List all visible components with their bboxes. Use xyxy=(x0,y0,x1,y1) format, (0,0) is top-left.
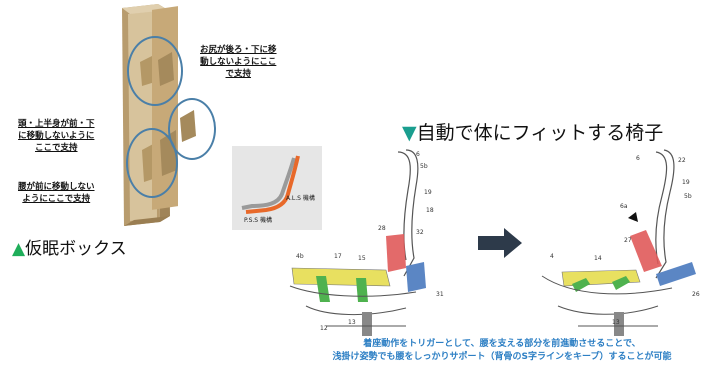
svg-text:4: 4 xyxy=(550,253,554,260)
svg-text:19: 19 xyxy=(682,179,690,186)
svg-text:31: 31 xyxy=(436,291,444,298)
svg-text:22: 22 xyxy=(678,157,686,164)
chair-diagram-after: 6 22 19 5b 6a 27 4 14 26 13 xyxy=(541,149,700,336)
label-als: A.L.S 機構 xyxy=(286,194,315,202)
svg-text:19: 19 xyxy=(424,189,432,196)
chair-diagram-before: 65b 19 18 28 32 4b 17 15 31 13 12 xyxy=(289,149,444,336)
green-triangle-icon: ▲ xyxy=(12,239,26,259)
highlight-circle-hips xyxy=(168,98,216,160)
nap-box-heading: ▲仮眠ボックス xyxy=(12,239,127,259)
svg-text:14: 14 xyxy=(594,255,602,262)
highlight-circle-shoulder xyxy=(127,36,183,106)
note-waist-support: 腰が前に移動しない ようにここで支持 xyxy=(18,182,95,204)
transition-arrow-icon xyxy=(478,228,522,258)
svg-text:27: 27 xyxy=(624,237,632,244)
highlight-circle-waist xyxy=(126,128,178,198)
svg-text:18: 18 xyxy=(426,207,434,214)
svg-text:26: 26 xyxy=(692,291,700,298)
svg-text:17: 17 xyxy=(334,253,342,260)
chair-caption: 着座動作をトリガーとして、腰を支える部分を前進動させることで、 浅掛け姿勢でも腰… xyxy=(332,339,672,362)
note-head-support: 頭・上半身が前・下 に移動しないように ここで支持 xyxy=(18,119,95,153)
svg-text:13: 13 xyxy=(612,319,620,326)
label-pss: P.S.S 機構 xyxy=(244,216,272,224)
part-numbers: 6 22 19 5b 6a 27 4 14 26 13 xyxy=(550,155,700,326)
chair-heading: ▼自動で体にフィットする椅子 xyxy=(402,122,664,144)
svg-text:4b: 4b xyxy=(296,253,304,260)
svg-text:32: 32 xyxy=(416,229,424,236)
svg-text:5b: 5b xyxy=(684,193,692,200)
part-numbers: 65b 19 18 28 32 4b 17 15 31 13 12 xyxy=(296,151,444,332)
svg-text:6a: 6a xyxy=(620,203,628,210)
mechanism-inset: A.L.S 機構 P.S.S 機構 xyxy=(232,146,322,230)
teal-triangle-icon: ▼ xyxy=(402,122,417,144)
svg-text:12: 12 xyxy=(320,325,328,332)
svg-text:15: 15 xyxy=(358,255,366,262)
svg-text:6: 6 xyxy=(636,155,640,162)
svg-text:5b: 5b xyxy=(420,163,428,170)
note-hips-support: お尻が後ろ・下に移 動しないようにここ で支持 xyxy=(200,45,277,79)
svg-text:28: 28 xyxy=(378,225,386,232)
svg-text:13: 13 xyxy=(348,319,356,326)
svg-text:6: 6 xyxy=(416,151,420,158)
